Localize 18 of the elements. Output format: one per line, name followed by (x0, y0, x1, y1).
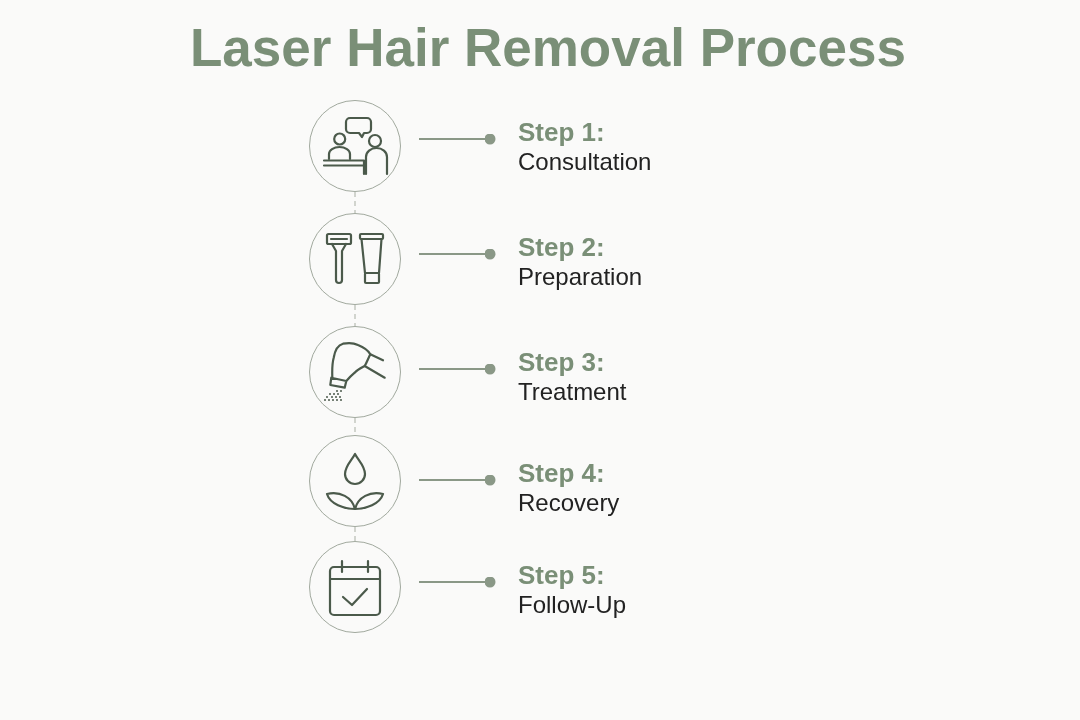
step-name: Consultation (518, 147, 652, 177)
step-number: Step 2: (518, 232, 605, 262)
dashed-connector (354, 191, 356, 214)
connector-line (418, 248, 496, 260)
dashed-connector (354, 526, 356, 542)
connector-line (418, 133, 496, 145)
connector-line (418, 474, 496, 486)
step-number: Step 1: (518, 117, 605, 147)
step-name: Follow-Up (518, 590, 627, 620)
step-number: Step 4: (518, 458, 605, 488)
connector-line (418, 363, 496, 375)
connector-line (418, 576, 496, 588)
step-name: Recovery (518, 488, 620, 518)
step-name: Treatment (518, 377, 627, 407)
step-name: Preparation (518, 262, 643, 292)
step-number: Step 5: (518, 560, 605, 590)
dashed-connector (354, 304, 356, 327)
step-number: Step 3: (518, 347, 605, 377)
